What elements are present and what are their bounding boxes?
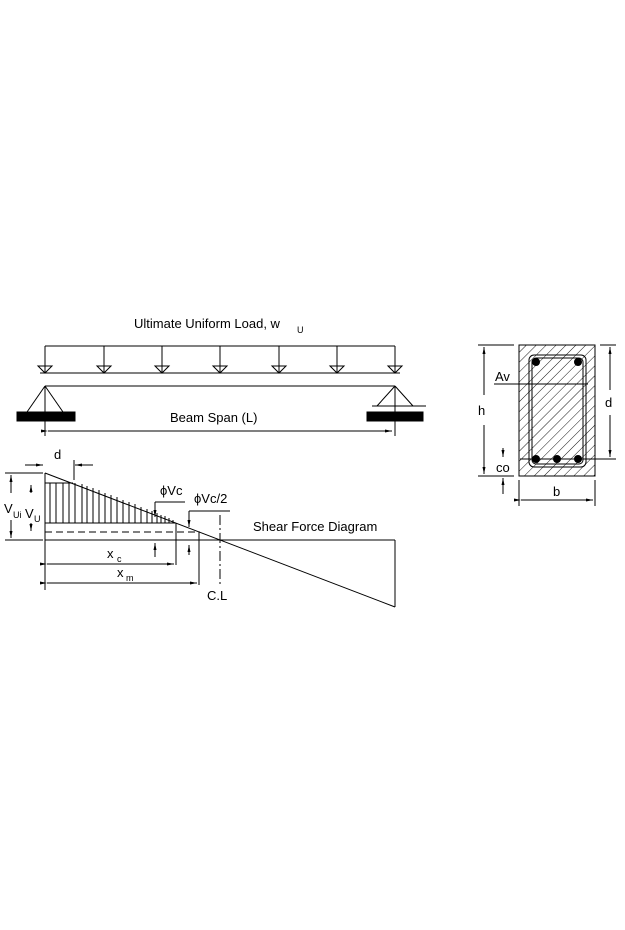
- load-arrow-icon: [386, 346, 404, 374]
- beam-cross-section: [518, 344, 596, 477]
- load-arrow-icon: [211, 346, 229, 374]
- d-section-label: d: [605, 395, 612, 410]
- load-arrow-icon: [36, 346, 54, 374]
- vu-label: V: [25, 506, 34, 521]
- cross-section-dimensions: [478, 344, 616, 506]
- rebar-icon: [574, 358, 582, 366]
- stirrup-region: [49, 483, 174, 523]
- xc-subscript: c: [117, 554, 122, 564]
- phi-vc-half-leader: [187, 510, 230, 555]
- x-dimensions: [40, 523, 200, 585]
- b-label: b: [553, 484, 560, 499]
- vui-subscript: Ui: [13, 510, 22, 520]
- av-label: Av: [495, 369, 510, 384]
- right-roller-support-icon: [366, 385, 426, 436]
- phi-vc-leader: [153, 501, 185, 557]
- h-label: h: [478, 403, 485, 418]
- load-arrow-icon: [95, 346, 113, 374]
- centerline-label: C.L: [207, 588, 227, 603]
- phi-vc-label: ϕVc: [160, 483, 183, 498]
- vu-subscript: U: [34, 514, 41, 524]
- load-title-text: Ultimate Uniform Load, w: [134, 316, 281, 331]
- load-title-subscript: U: [297, 325, 304, 335]
- uniform-load-arrows: [36, 345, 404, 374]
- shear-diagram-title: Shear Force Diagram: [253, 519, 377, 534]
- span-label: Beam Span (L): [170, 410, 257, 425]
- left-pin-support-icon: [16, 385, 76, 436]
- rebar-icon: [532, 358, 540, 366]
- load-arrow-icon: [328, 346, 346, 374]
- xm-label: x: [117, 565, 124, 580]
- vui-dimension: [5, 472, 43, 541]
- d-dimension: [25, 460, 93, 480]
- xc-label: x: [107, 546, 114, 561]
- cover-label: co: [496, 460, 510, 475]
- xm-subscript: m: [126, 573, 134, 583]
- load-arrow-icon: [153, 346, 171, 374]
- load-arrow-icon: [270, 346, 288, 374]
- vui-label: V: [4, 501, 13, 516]
- phi-vc-half-label: ϕVc/2: [194, 491, 227, 506]
- d-label: d: [54, 447, 61, 462]
- load-title: Ultimate Uniform Load, w U: [134, 316, 304, 335]
